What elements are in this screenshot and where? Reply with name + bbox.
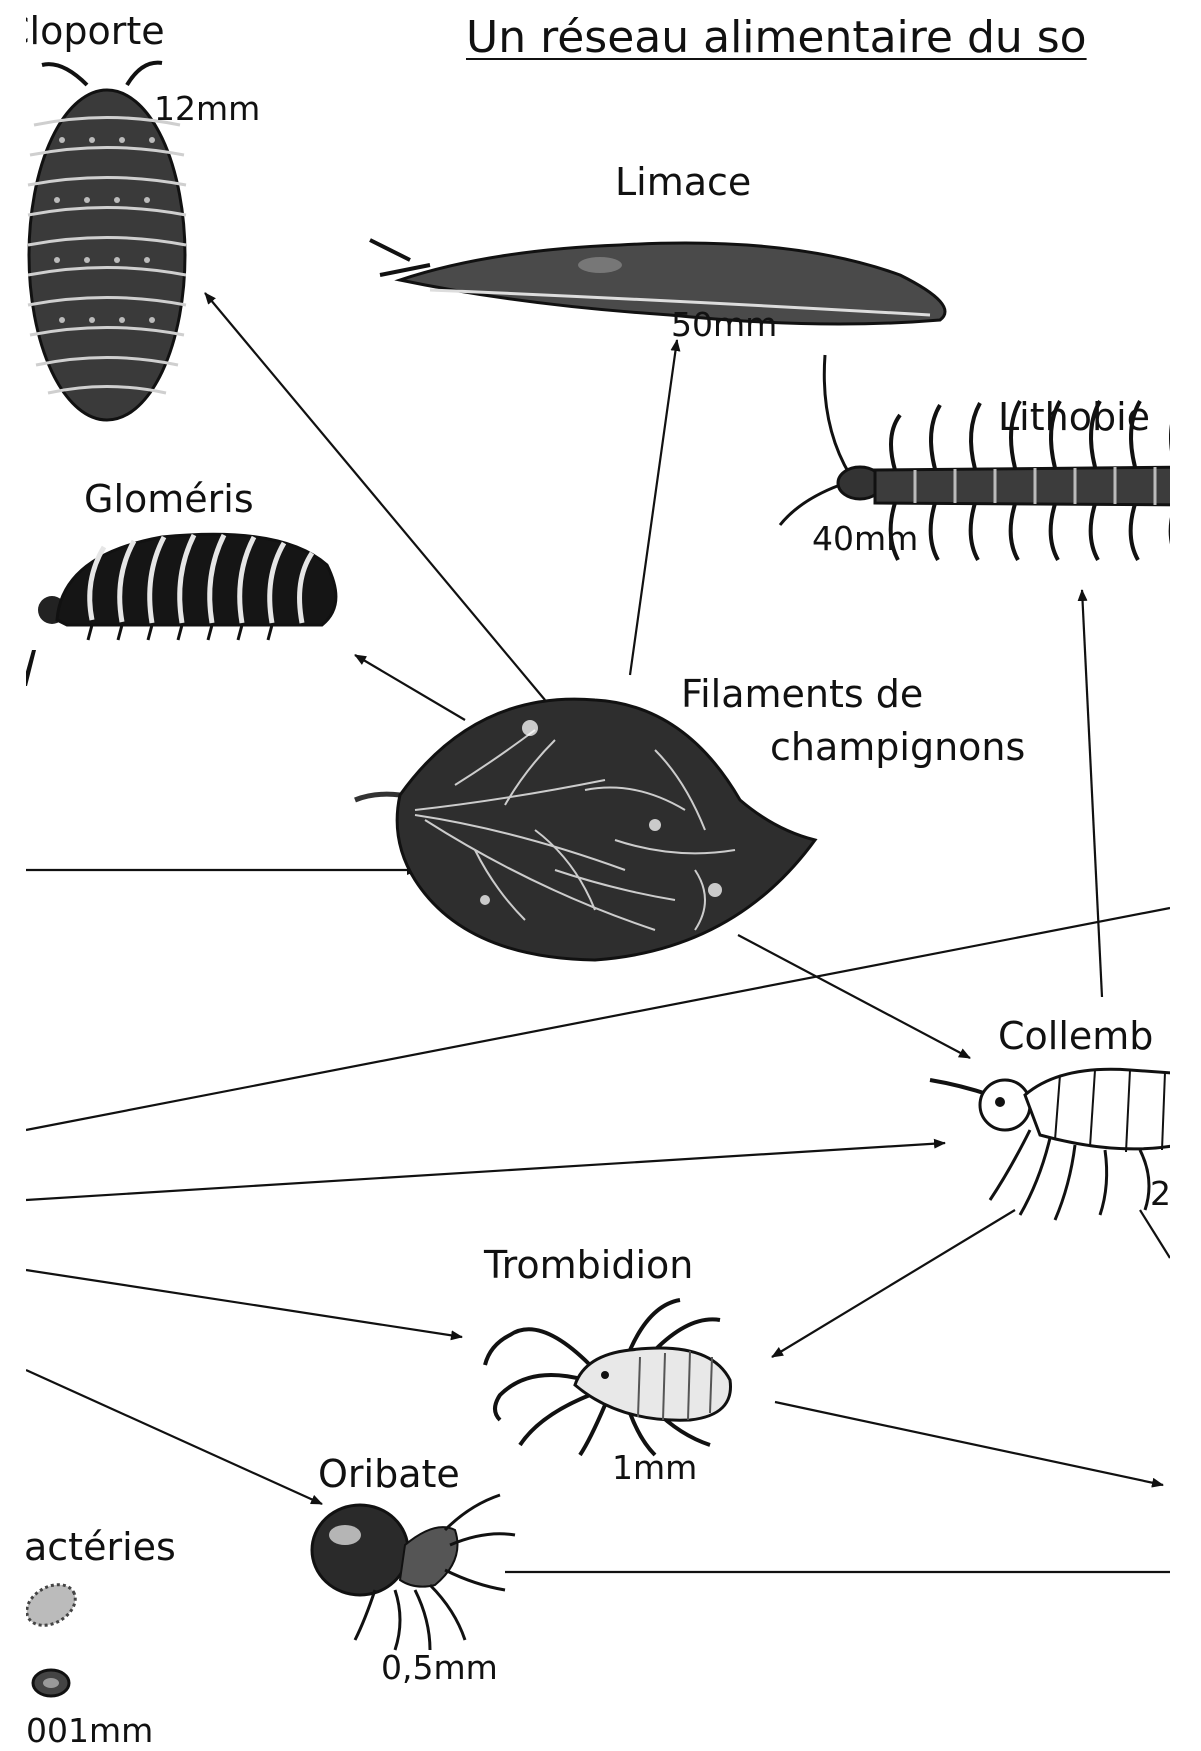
left-margin [0, 0, 26, 1751]
bacteries-label: actéries [24, 1528, 176, 1566]
champignons-label-line1: Filaments de [681, 675, 923, 713]
limace-size: 50mm [671, 308, 777, 341]
lithobie-label: Lithobie [998, 398, 1150, 436]
arrow-left-to-collembole [26, 1143, 945, 1200]
arrow-left-to-oribate [26, 1370, 322, 1504]
fungal-leaf-icon [355, 690, 825, 965]
cloporte-label: Cloporte [3, 12, 165, 50]
oribate-size: 0,5mm [381, 1651, 498, 1684]
oribatid-mite-icon [305, 1490, 520, 1655]
trombidion-label: Trombidion [484, 1246, 693, 1284]
arrow-collembole-to-trombidion [772, 1210, 1015, 1357]
velvet-mite-icon [480, 1295, 750, 1460]
lithobie-size: 40mm [812, 522, 918, 555]
bacteria-icon [26, 1575, 86, 1715]
collembole-size: 2 [1150, 1177, 1171, 1210]
trombidion-size: 1mm [612, 1451, 697, 1484]
arrow-leaf-to-limace [630, 340, 677, 675]
champignons-label-line2: champignons [770, 728, 1025, 766]
limace-label: Limace [615, 163, 751, 201]
cloporte-size: 12mm [154, 92, 260, 125]
glomeris-label: Gloméris [84, 480, 254, 518]
arrow-trombidion-to-right [775, 1402, 1163, 1485]
bacteries-size: 001mm [26, 1714, 153, 1747]
collembole-label: Collemb [998, 1017, 1153, 1055]
pill-millipede-icon [22, 525, 342, 645]
oribate-label: Oribate [318, 1455, 460, 1493]
slug-icon [370, 220, 970, 340]
arrow-collembole-to-lithobie [1082, 590, 1102, 997]
arrow-left-to-trombidion [26, 1270, 462, 1337]
right-margin [1170, 0, 1201, 1751]
